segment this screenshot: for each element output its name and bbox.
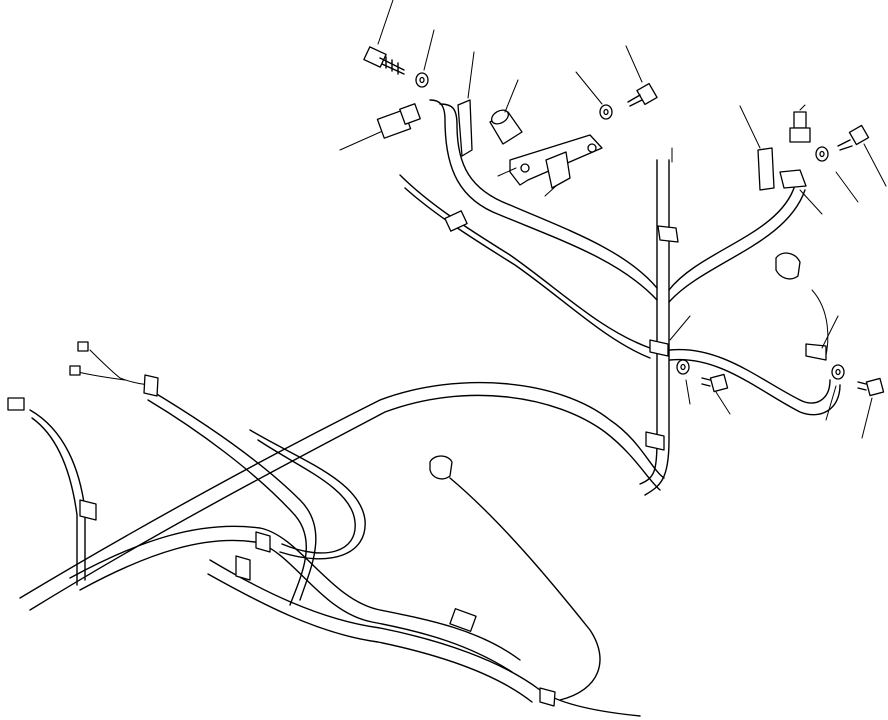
- right-bracket: [757, 147, 775, 191]
- bolt-5: [857, 377, 885, 397]
- bolt-4: [701, 373, 729, 393]
- left-harness-leg: [29, 389, 366, 606]
- middle-connector: [444, 210, 468, 232]
- spacer-sleeve: [489, 109, 523, 145]
- bolt-2: [627, 82, 658, 107]
- bolt-1: [363, 46, 405, 75]
- washer-5: [831, 364, 845, 380]
- main-harness: [19, 381, 665, 717]
- left-upper-connectors: [7, 341, 89, 411]
- bulb-connector: [429, 455, 453, 480]
- upper-connector: [376, 103, 421, 139]
- bracket-plate: [457, 99, 473, 157]
- washer-3: [815, 146, 829, 162]
- right-connector: [775, 252, 801, 280]
- mounting-bracket: [509, 134, 603, 189]
- bolt-3: [837, 124, 870, 151]
- washer-1: [415, 72, 429, 88]
- lamp-pigtail: [449, 477, 601, 701]
- washer-4: [676, 359, 690, 375]
- riser-harness: [399, 99, 841, 496]
- washer-2: [599, 104, 613, 120]
- leader-lines: [377, 0, 887, 439]
- small-wires: [77, 129, 829, 386]
- harness-clips: [79, 169, 827, 707]
- lower-connector: [449, 608, 477, 632]
- right-upper-connector: [789, 111, 811, 143]
